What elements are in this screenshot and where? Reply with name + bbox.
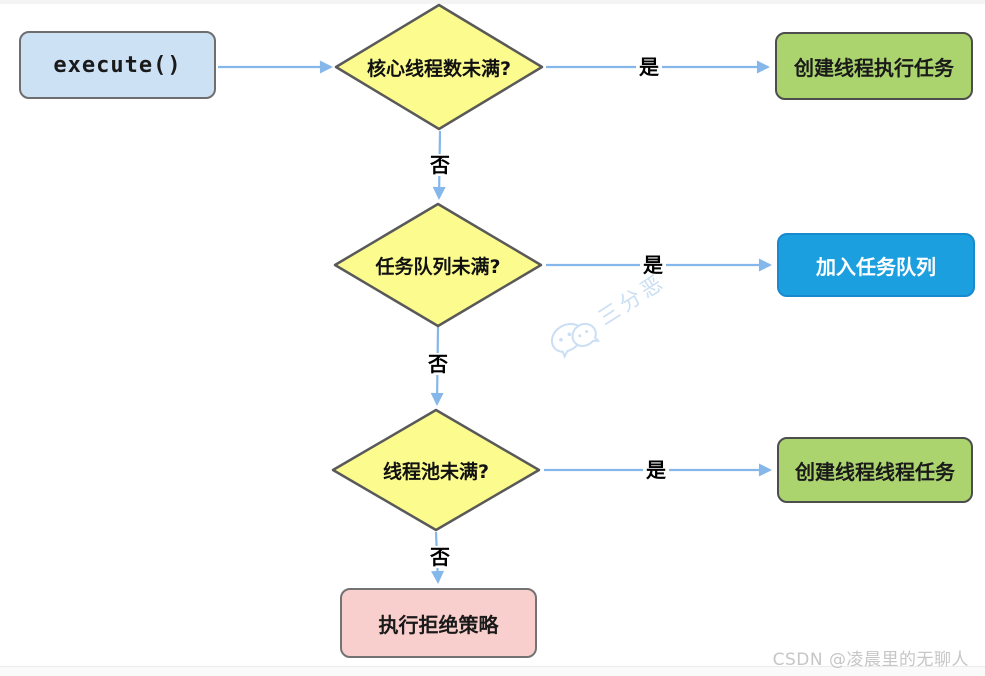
node-execute-label: execute() (53, 52, 182, 78)
node-decision-core-threads-label: 核心线程数未满? (366, 57, 512, 80)
edge-label-no-1: 否 (427, 154, 453, 176)
edge-label-yes-2: 是 (640, 254, 666, 276)
node-create-thread-2: 创建线程线程任务 (777, 437, 973, 503)
edge-label-yes-3: 是 (643, 459, 669, 481)
node-reject-policy-label: 执行拒绝策略 (378, 612, 499, 637)
edge-label-yes-1: 是 (636, 56, 662, 78)
csdn-watermark: CSDN @凌晨里的无聊人 (772, 650, 969, 670)
bottom-divider (0, 666, 985, 676)
node-reject-policy: 执行拒绝策略 (340, 588, 537, 658)
node-decision-core-threads: 核心线程数未满? (334, 3, 544, 131)
diamond-shape (334, 3, 544, 131)
node-enqueue-task-label: 加入任务队列 (816, 254, 936, 279)
node-decision-task-queue-label: 任务队列未满? (375, 255, 501, 278)
node-decision-task-queue: 任务队列未满? (333, 202, 543, 328)
node-decision-pool-full: 线程池未满? (331, 408, 541, 532)
edge-label-no-2: 否 (425, 353, 451, 375)
node-execute: execute() (19, 31, 216, 99)
node-create-thread: 创建线程执行任务 (775, 32, 973, 100)
edge-label-no-3: 否 (427, 546, 453, 568)
node-create-thread-2-label: 创建线程线程任务 (795, 459, 955, 484)
diamond-shape (333, 202, 543, 328)
node-decision-pool-full-label: 线程池未满? (382, 460, 490, 483)
node-enqueue-task: 加入任务队列 (777, 233, 975, 297)
diamond-shape (331, 408, 541, 532)
node-create-thread-label: 创建线程执行任务 (794, 55, 954, 80)
top-divider (0, 0, 985, 4)
